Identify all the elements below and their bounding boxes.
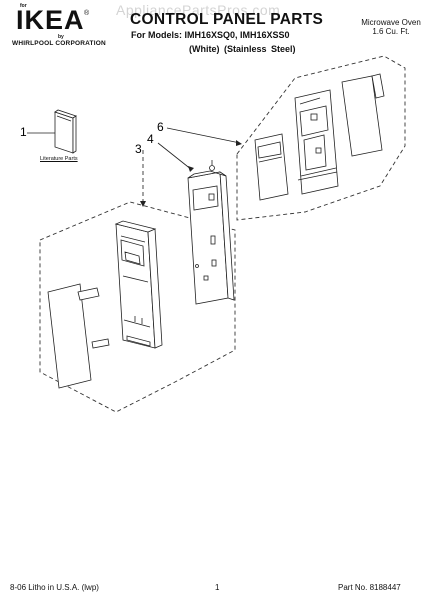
leader-line-6 [166,127,241,144]
whirlpool-corporation: WHIRLPOOL CORPORATION [12,40,106,47]
display-window[interactable] [77,287,100,301]
literature-parts-booklet[interactable] [54,109,77,154]
badge-plate[interactable] [91,338,110,349]
part-number: Part No. 8188447 [338,583,401,592]
registered-mark: ® [84,10,90,17]
group-boundary-6 [236,55,406,221]
control-panel-housing[interactable] [114,220,163,349]
callout-3: 3 [135,142,142,156]
watermark: AppliancePartsPros.com [116,2,281,18]
brand-by-text: by [58,34,64,40]
control-panel-overlay[interactable] [47,283,92,389]
brand-for-text: for [20,3,27,9]
callout-1: 1 [20,125,27,139]
control-panel-frame[interactable] [187,160,235,305]
literature-parts-label: Literature Parts [40,156,78,162]
leader-line-4 [157,142,193,171]
print-info: 8-06 Litho in U.S.A. (lwp) [10,583,99,592]
page-title: CONTROL PANEL PARTS [130,11,324,28]
ikea-logo: IKEA [16,5,85,35]
electronic-control-assembly[interactable] [294,89,339,195]
models-line: For Models: IMH16XSQ0, IMH16XSS0 [131,30,290,40]
group-boundary-3 [39,201,236,413]
product-capacity: 1.6 Cu. Ft. [372,27,410,36]
callout-4: 4 [147,132,154,146]
keypad-membrane[interactable] [254,133,289,201]
finish-line: (White) (Stainless Steel) [189,44,296,54]
callout-6: 6 [157,120,164,134]
page-number: 1 [215,583,220,592]
cover-plate[interactable] [341,73,385,157]
product-name: Microwave Oven [361,18,421,27]
product-info: Microwave Oven 1.6 Cu. Ft. [350,18,432,36]
